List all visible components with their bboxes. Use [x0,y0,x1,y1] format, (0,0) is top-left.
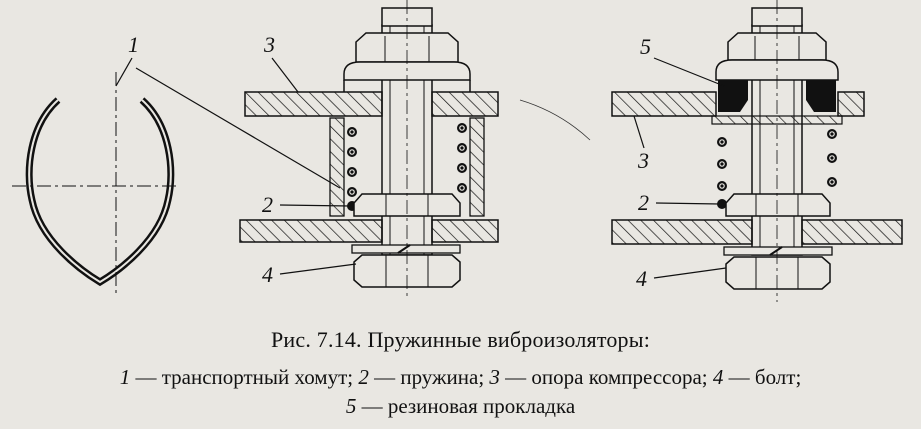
legend-text-2: — пружина; [368,365,490,389]
legend-text-3: — опора компрессора; [499,365,713,389]
right-labels: 5 3 2 4 [633,34,727,291]
legend-num-1: 1 [119,365,131,389]
svg-text:2: 2 [638,190,649,215]
svg-text:3: 3 [637,148,649,173]
clamp-label: 1 [115,32,341,189]
svg-text:3: 3 [263,32,275,57]
legend-num-4: 4 [712,365,724,389]
right-isolator [611,0,903,302]
svg-text:1: 1 [128,32,139,57]
legend-text-4: — болт; [723,365,802,389]
scan-artifact-stroke [519,99,591,141]
legend-num-3: 3 [489,365,500,389]
figure-caption-legend-line1: 1 — транспортный хомут; 2 — пружина; 3 —… [0,365,921,390]
svg-text:5: 5 [640,34,651,59]
left-labels: 3 2 4 [262,32,357,287]
figure-caption-title: Рис. 7.14. Пружинные виброизоляторы: [270,327,651,352]
legend-text-1: — транспортный хомут; [130,365,359,389]
legend-text-5: — резиновая прокладка [356,394,576,418]
left-isolator [239,0,499,300]
svg-text:4: 4 [262,262,273,287]
transport-clamp [12,72,180,295]
vibration-isolators-drawing: 1 [12,0,903,302]
svg-text:4: 4 [636,266,647,291]
figure-caption-legend-line2: 5 — резиновая прокладка [0,394,921,419]
svg-text:2: 2 [262,192,273,217]
legend-num-5: 5 [345,394,357,418]
legend-num-2: 2 [358,365,369,389]
